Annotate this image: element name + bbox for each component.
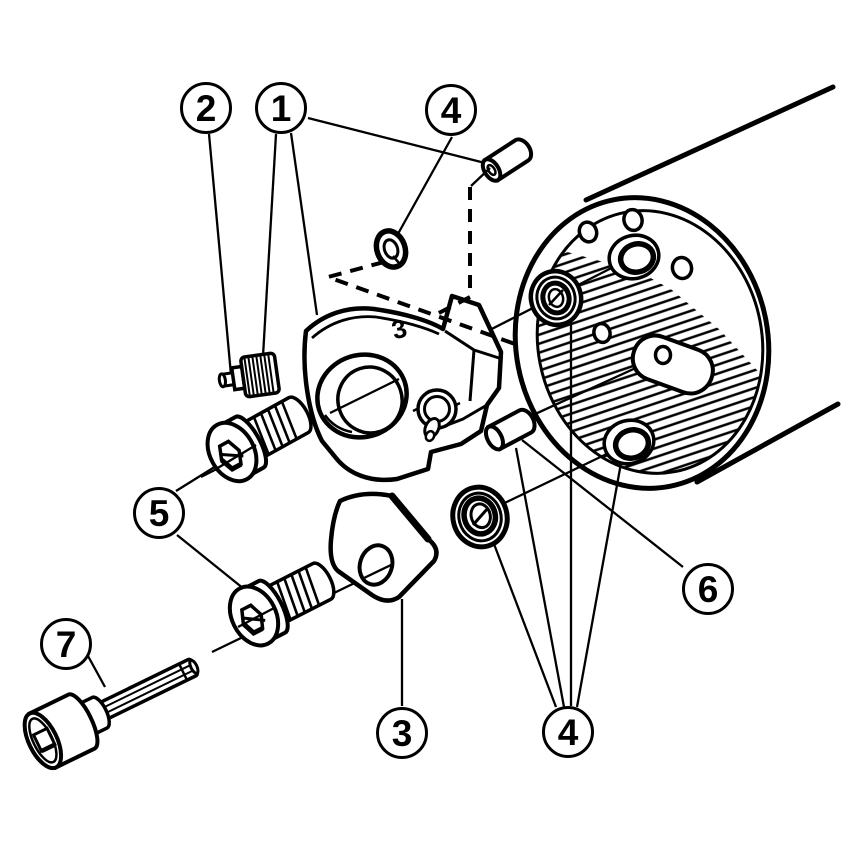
callout-balloon-1: 1 xyxy=(255,82,307,134)
face-holes xyxy=(528,207,715,466)
washer xyxy=(373,228,409,270)
face-slot xyxy=(630,333,715,396)
cartridge-adjust-boss xyxy=(412,388,461,443)
callout-balloon-6: 6 xyxy=(682,563,734,615)
counterbore-hole-upper xyxy=(607,233,661,281)
cap-screw-lower xyxy=(227,561,336,648)
callout-balloon-3: 3 xyxy=(376,707,428,759)
dowel-pin-middle xyxy=(483,407,537,452)
set-screw xyxy=(217,351,281,399)
dowel-pin-top xyxy=(480,137,534,183)
callout-balloon-7: 7 xyxy=(40,618,92,670)
shim-seat xyxy=(328,491,439,603)
cartridge xyxy=(302,293,504,483)
callout-balloon-4-bottom: 4 xyxy=(542,706,594,758)
callout-balloon-2: 2 xyxy=(180,82,232,134)
hex-wrench xyxy=(22,657,200,771)
cap-screw-upper xyxy=(205,395,313,484)
callout-balloon-4-top: 4 xyxy=(425,84,477,136)
counterbore-hole-lower xyxy=(602,418,656,466)
callout-balloon-5: 5 xyxy=(133,487,185,539)
assembly-dashed-paths xyxy=(321,187,516,346)
axis-overlays xyxy=(215,377,400,629)
